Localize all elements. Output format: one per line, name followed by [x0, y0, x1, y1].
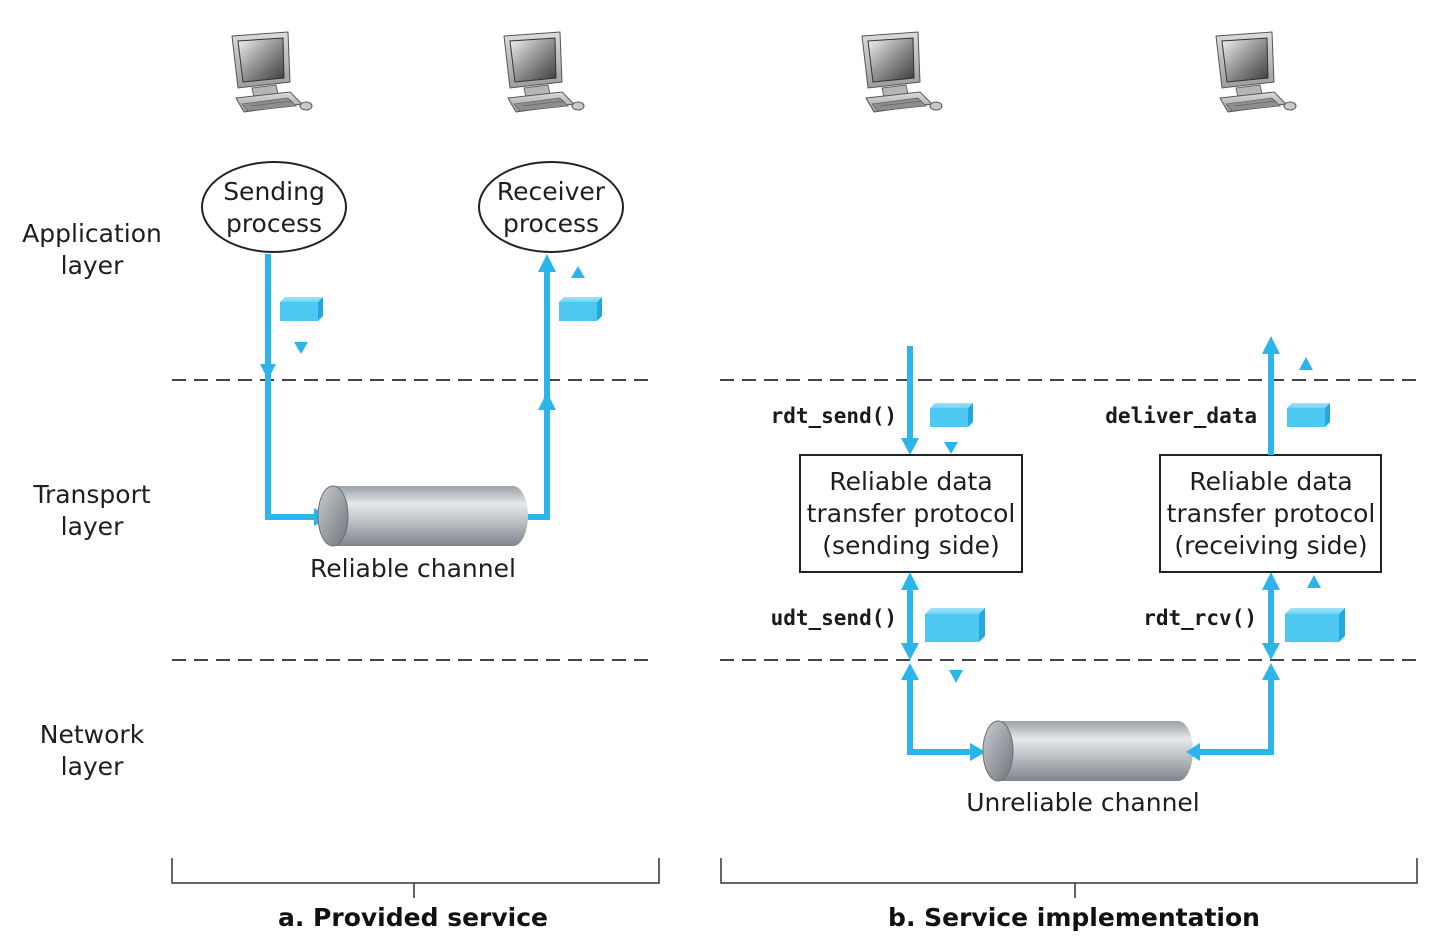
arrow-up-icon	[538, 392, 556, 410]
receiver-process-node	[478, 161, 624, 253]
rdt-receiver-box-line2: transfer protocol	[1167, 499, 1376, 528]
packet-icon	[1287, 403, 1330, 427]
panel-provided-service: Sending process Receiver process Reliabl…	[171, 161, 660, 932]
arrow-left-icon	[1186, 743, 1200, 761]
arrow-up-icon	[1307, 575, 1321, 588]
panel-b-bracket	[720, 858, 1418, 884]
arrow-up-icon	[538, 254, 556, 272]
sending-process-label-line1: Sending	[223, 177, 325, 206]
panel-b-caption: b. Service implementation	[888, 903, 1260, 932]
network-layer-label-line2: layer	[61, 752, 124, 781]
arrow-down-icon	[949, 670, 963, 683]
rdt-receiver-box-line1: Reliable data	[1189, 467, 1352, 496]
reliable-channel-label: Reliable channel	[310, 554, 516, 583]
arrow-down-icon	[294, 342, 308, 354]
deliver-data-label: deliver_data	[1105, 404, 1257, 428]
arrow-down-icon	[260, 364, 276, 380]
arrow-down-icon	[901, 643, 919, 660]
arrow-down-icon	[901, 438, 919, 455]
arrow-down-icon	[944, 442, 958, 454]
rdt-rcv-label: rdt_rcv()	[1143, 606, 1257, 630]
rdt-receiver-box-line3: (receiving side)	[1174, 531, 1367, 560]
rdt-sender-box	[799, 454, 1023, 573]
arrow-up-icon	[901, 572, 919, 590]
pipe-channel-icon	[982, 720, 1194, 782]
rdt-receiver-box	[1159, 454, 1382, 573]
sending-process-node	[201, 161, 347, 253]
application-layer-label-line2: layer	[61, 251, 124, 280]
rdt-send-label: rdt_send()	[771, 404, 897, 428]
rdt-sender-box-line1: Reliable data	[829, 467, 992, 496]
layer-labels: Application layer Transport layer Networ…	[22, 219, 162, 781]
receiver-network-flow-line	[1200, 680, 1274, 755]
udt-send-label: udt_send()	[771, 606, 897, 630]
arrow-down-icon	[1262, 643, 1280, 660]
sending-process-label-line2: process	[226, 209, 322, 238]
rdt-sender-box-line3: (sending side)	[822, 531, 999, 560]
packet-icon	[280, 297, 323, 321]
arrow-up-icon	[571, 266, 585, 278]
sender-flow-line	[265, 254, 318, 520]
transport-layer-label-line1: Transport	[32, 480, 151, 509]
network-layer-label-line1: Network	[40, 720, 145, 749]
receiver-flow-line	[512, 268, 550, 520]
arrow-up-icon	[1262, 336, 1280, 354]
packet-icon	[925, 608, 985, 642]
sender-network-flow-line	[907, 680, 972, 755]
pipe-channel-icon	[317, 485, 529, 547]
arrow-up-icon	[1262, 663, 1280, 680]
desktop-computer-icon	[1215, 31, 1297, 113]
panel-service-implementation: rdt_send() Reliable data transfer protoc…	[720, 336, 1418, 932]
receiver-process-label-line2: process	[503, 209, 599, 238]
arrow-up-icon	[901, 663, 919, 680]
transport-layer-label-line2: layer	[61, 512, 124, 541]
packet-icon	[1285, 608, 1345, 642]
arrow-up-icon	[1262, 572, 1280, 590]
arrow-right-icon	[970, 743, 986, 761]
panel-a-bracket	[171, 858, 660, 884]
application-layer-label-line1: Application	[22, 219, 162, 248]
desktop-computer-icon	[503, 31, 585, 113]
desktop-computer-icon	[861, 31, 943, 113]
packet-icon	[930, 403, 973, 427]
desktop-computer-icon	[231, 31, 313, 113]
arrow-up-icon	[1299, 357, 1313, 370]
rdt-sender-box-line2: transfer protocol	[807, 499, 1016, 528]
panel-a-caption: a. Provided service	[278, 903, 548, 932]
unreliable-channel-label: Unreliable channel	[966, 788, 1200, 817]
receiver-process-label-line1: Receiver	[497, 177, 606, 206]
packet-icon	[559, 297, 602, 321]
